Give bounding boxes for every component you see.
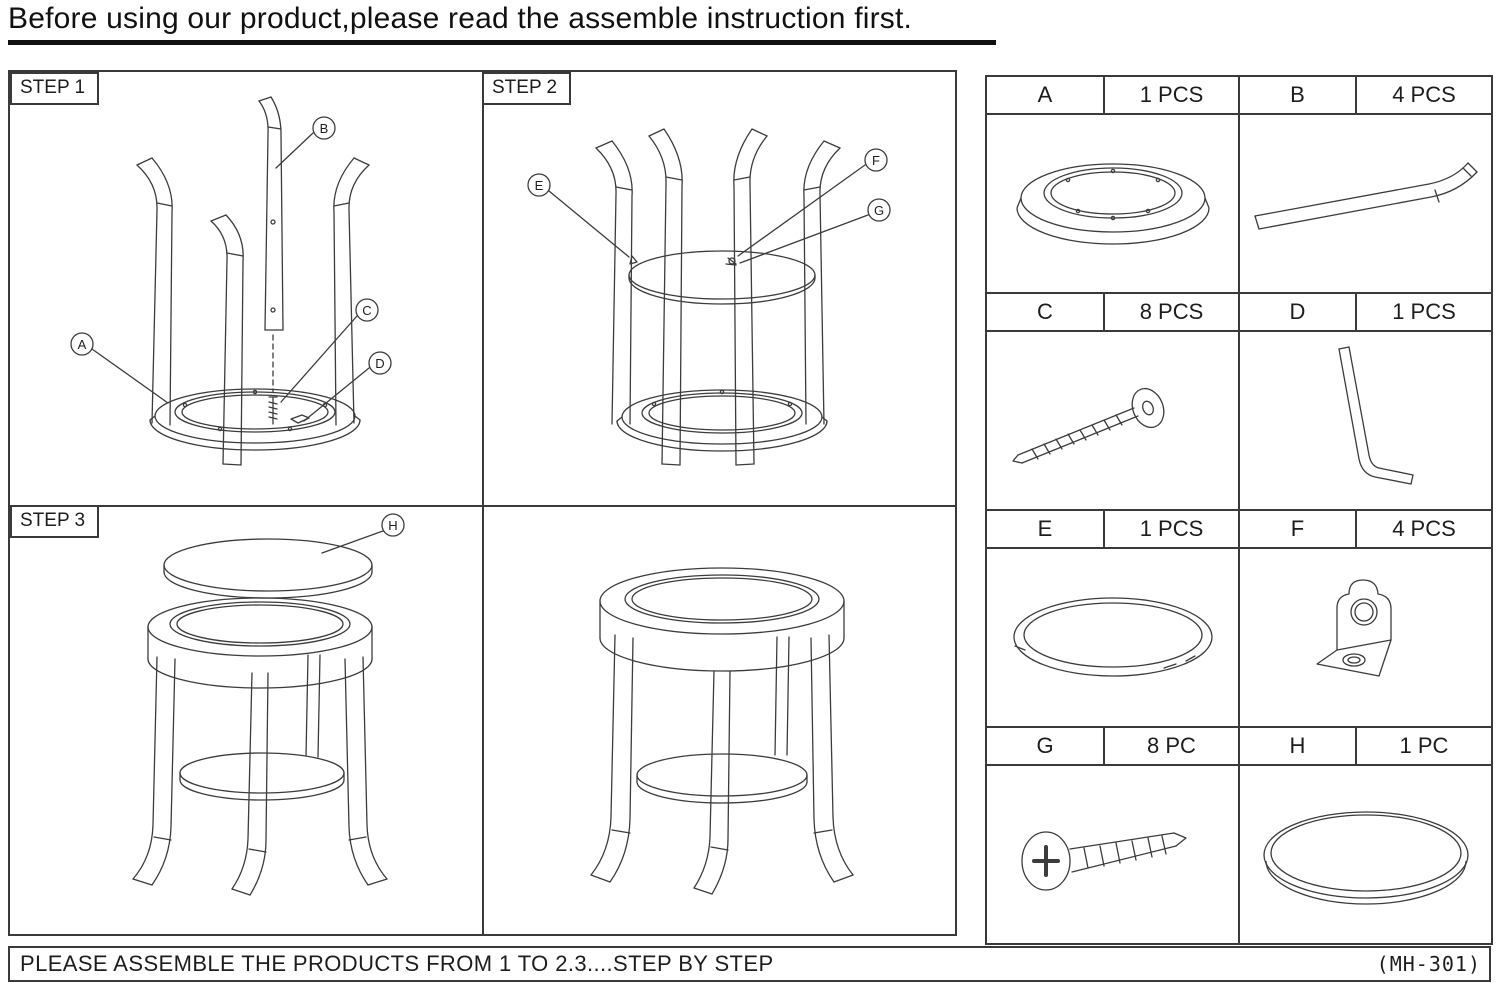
- leg-drawing: [136, 157, 173, 426]
- base-ring-icon: [1015, 162, 1210, 245]
- part-qty-cell: 4 PCS: [1355, 509, 1493, 549]
- step3-diagram: H: [132, 513, 405, 896]
- part-qty-cell: 1 PCS: [1355, 292, 1493, 332]
- part-f-image-cell: [1238, 547, 1493, 728]
- part-letter-cell: E: [985, 509, 1105, 549]
- table-top-drawing: [163, 538, 373, 599]
- callout-f: F: [737, 148, 888, 257]
- part-letter-cell: H: [1238, 726, 1357, 766]
- callout-letter: H: [388, 518, 397, 533]
- part-qty-cell: 8 PCS: [1103, 292, 1240, 332]
- table-top-drawing: [599, 567, 845, 672]
- callout-d: D: [303, 351, 392, 422]
- ring-rim-icon: [1012, 596, 1213, 677]
- table-top-icon: [1262, 810, 1469, 905]
- leg-drawing: [648, 128, 683, 466]
- callout-e: E: [527, 173, 630, 258]
- step1-label: STEP 1: [10, 72, 100, 105]
- lower-shelf-drawing: [636, 753, 808, 804]
- callout-letter: B: [320, 121, 329, 136]
- title-underline: [8, 40, 996, 45]
- part-h-image-cell: [1238, 764, 1493, 945]
- horizontal-divider: [10, 505, 955, 507]
- screw-drawing: [725, 257, 737, 266]
- part-qty-cell: 1 PCS: [1103, 75, 1240, 115]
- part-letter-cell: C: [985, 292, 1105, 332]
- callout-letter: E: [535, 178, 544, 193]
- step1-diagram: A B C D: [70, 96, 392, 466]
- leg-drawing: [344, 656, 388, 886]
- model-number: (MH-301): [1376, 952, 1481, 976]
- base-ring-drawing: [616, 389, 828, 452]
- footer-instruction-bar: PLEASE ASSEMBLE THE PRODUCTS FROM 1 TO 2…: [8, 946, 1491, 982]
- lower-shelf-drawing: [179, 752, 345, 801]
- callout-g: G: [739, 198, 891, 264]
- leg-drawing: [132, 656, 176, 886]
- part-qty-cell: 8 PC: [1103, 726, 1240, 766]
- part-c-image-cell: [985, 330, 1240, 511]
- part-letter-cell: F: [1238, 509, 1357, 549]
- vertical-divider: [482, 72, 484, 934]
- parts-list-table: A 1 PCS B 4 PCS: [985, 75, 1493, 945]
- leg-drawing: [595, 140, 633, 425]
- leg-drawing: [333, 157, 370, 426]
- leg-drawing: [810, 634, 854, 883]
- callout-h: H: [321, 513, 405, 554]
- part-d-image-cell: [1238, 330, 1493, 511]
- callout-c: C: [280, 298, 379, 403]
- corner-bracket-icon: [1315, 578, 1392, 677]
- leg-drawing: [305, 654, 321, 758]
- leg-drawing: [590, 634, 634, 883]
- table-leg-icon: [1253, 161, 1478, 230]
- leg-drawing: [803, 140, 841, 425]
- screw-drawing: [268, 396, 278, 425]
- part-g-image-cell: [985, 764, 1240, 945]
- leg-drawing: [774, 636, 790, 756]
- leg-drawing: [231, 672, 269, 896]
- callout-letter: G: [874, 203, 884, 218]
- allen-key-icon: [1337, 345, 1414, 485]
- leg-drawing: [733, 128, 768, 466]
- lifted-leg-drawing: [258, 96, 284, 331]
- step3-label: STEP 3: [10, 505, 100, 538]
- part-a-image-cell: [985, 113, 1240, 294]
- footer-instruction-text: PLEASE ASSEMBLE THE PRODUCTS FROM 1 TO 2…: [20, 951, 774, 976]
- part-qty-cell: 4 PCS: [1355, 75, 1493, 115]
- part-letter-cell: D: [1238, 292, 1357, 332]
- page-title: Before using our product,please read the…: [8, 2, 913, 35]
- leg-drawing: [210, 214, 244, 466]
- base-ring-drawing: [149, 388, 361, 451]
- table-top-ring-drawing: [147, 597, 373, 689]
- part-qty-cell: 1 PCS: [1103, 509, 1240, 549]
- clip-drawing: [629, 255, 638, 265]
- part-letter-cell: G: [985, 726, 1105, 766]
- callout-b: B: [275, 116, 336, 169]
- long-screw-icon: [1011, 387, 1164, 464]
- part-letter-cell: B: [1238, 75, 1357, 115]
- part-letter-cell: A: [985, 75, 1105, 115]
- part-qty-cell: 1 PC: [1355, 726, 1493, 766]
- callout-letter: F: [872, 153, 880, 168]
- bracket-drawing: [290, 414, 310, 424]
- step2-diagram: E F G: [527, 128, 891, 466]
- leg-drawing: [693, 670, 731, 895]
- phillips-screw-icon: [1020, 830, 1187, 891]
- callout-letter: A: [78, 337, 87, 352]
- callout-letter: C: [362, 303, 371, 318]
- part-b-image-cell: [1238, 113, 1493, 294]
- assembly-steps-panel: STEP 1 STEP 2 STEP 3: [8, 70, 957, 936]
- part-e-image-cell: [985, 547, 1240, 728]
- finished-table-diagram: [590, 567, 854, 895]
- step2-label: STEP 2: [482, 72, 572, 105]
- shelf-ring-drawing: [628, 250, 816, 305]
- callout-a: A: [70, 332, 169, 404]
- callout-letter: D: [375, 356, 384, 371]
